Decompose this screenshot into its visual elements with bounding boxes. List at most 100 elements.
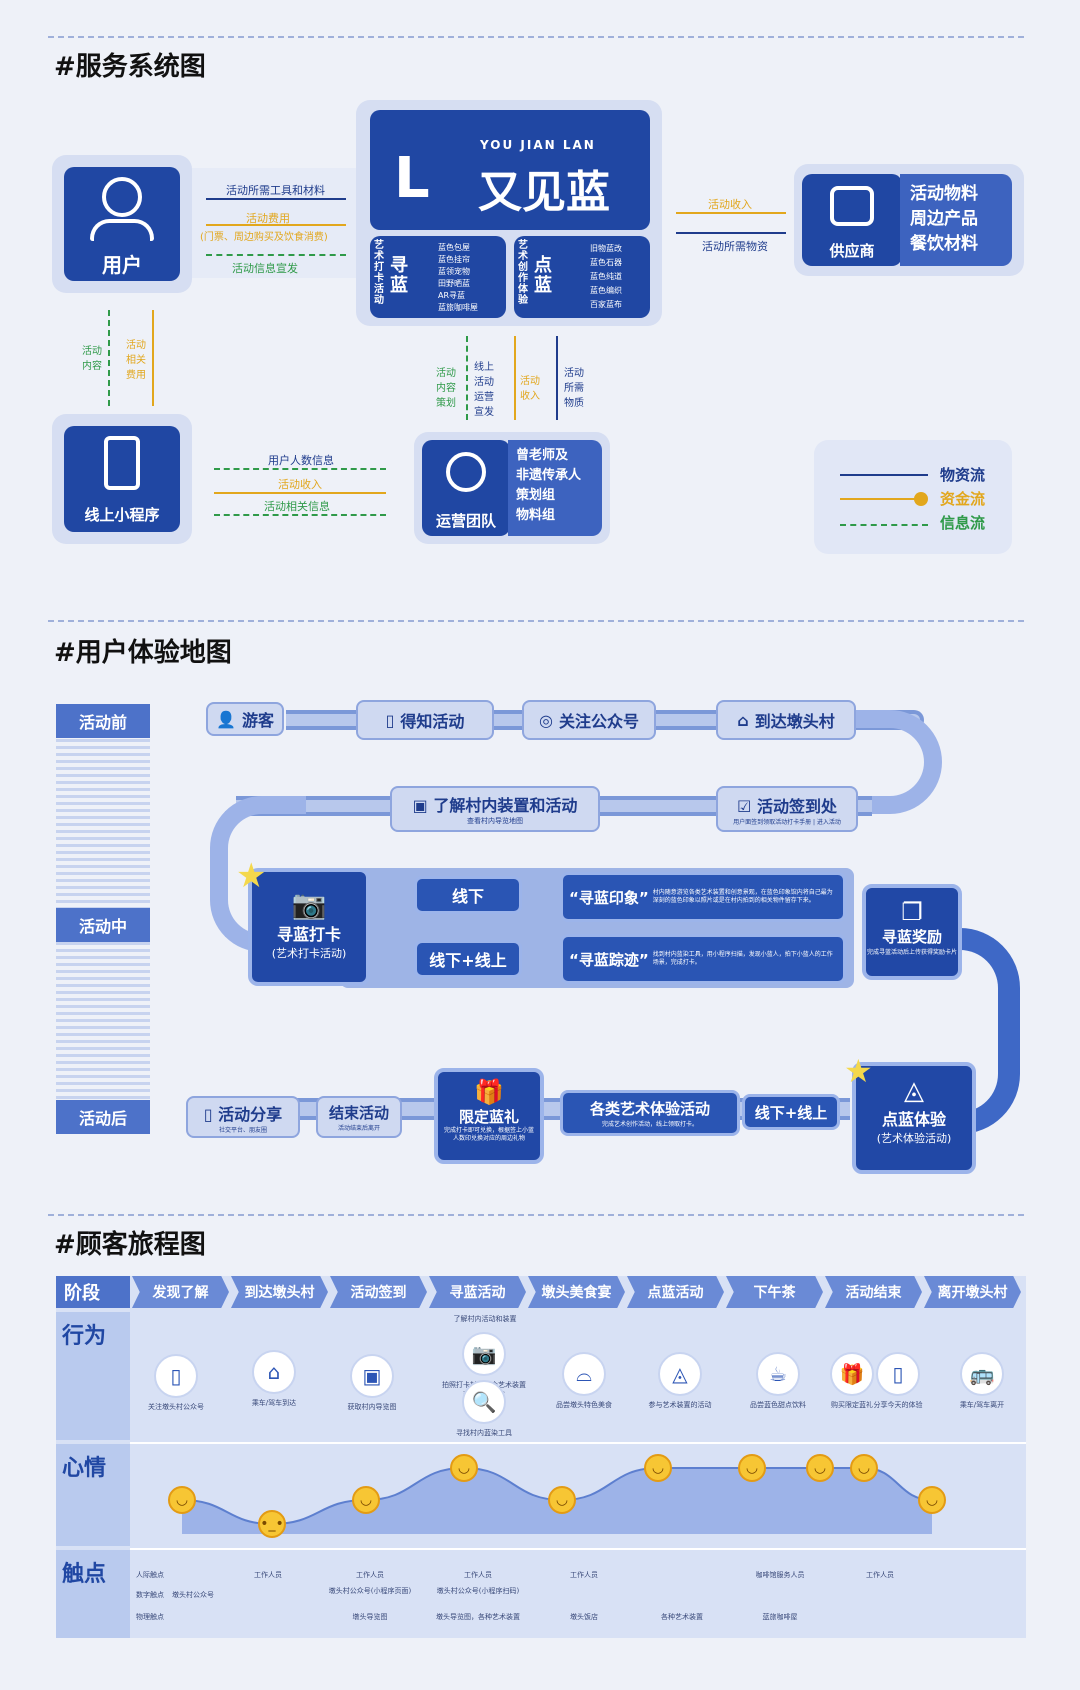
behavior-icon: ▣ bbox=[350, 1354, 394, 1398]
smiley-icon: ◡ bbox=[450, 1454, 478, 1482]
behavior-icon: ▯ bbox=[876, 1352, 920, 1396]
node-follow[interactable]: ◎关注公众号 bbox=[522, 700, 656, 740]
behavior-icon: ◬ bbox=[658, 1352, 702, 1396]
star-icon: ★ bbox=[236, 856, 267, 896]
behavior-icon: 🔍 bbox=[462, 1380, 506, 1424]
arrow-info bbox=[206, 254, 346, 256]
smiley-icon: ◡ bbox=[738, 1454, 766, 1482]
stage-before: 活动前 bbox=[56, 704, 150, 738]
node-share[interactable]: ▯ 活动分享社交平台、朋友圈 bbox=[186, 1096, 300, 1138]
legend-info: 信息流 bbox=[940, 514, 986, 532]
sub-item: 蓝色包屋 bbox=[438, 243, 470, 252]
node-arrive[interactable]: ⌂到达墩头村 bbox=[716, 700, 856, 740]
user-card[interactable]: 用户 bbox=[64, 167, 180, 281]
mode-offline-online[interactable]: 线下+线上 bbox=[414, 940, 522, 978]
supplier-items: 活动物料 周边产品 餐饮材料 bbox=[900, 174, 1012, 266]
legend-material: 物资流 bbox=[940, 466, 986, 484]
row-touch: 触点 bbox=[56, 1550, 130, 1638]
gift-icon: 🎁 bbox=[474, 1078, 504, 1106]
supplier-card[interactable]: 供应商 bbox=[802, 174, 902, 266]
behavior-icon: ☕ bbox=[756, 1352, 800, 1396]
phone-icon: ▯ bbox=[385, 710, 395, 730]
behavior-icon: ⌂ bbox=[252, 1350, 296, 1394]
sub-item: 田野晒蓝 bbox=[438, 279, 470, 288]
arrow-money bbox=[206, 224, 346, 226]
behavior-caption: 分享今天的体验 bbox=[873, 1401, 923, 1409]
activity-impression[interactable]: “寻蓝印象” 村内随意游览各类艺术装置和创意景观，在蓝色印象馆内将自己最为深刻的… bbox=[560, 872, 846, 922]
divider bbox=[48, 620, 1024, 622]
wechat-icon: ◎ bbox=[539, 710, 553, 730]
phase-item: 点蓝活动 bbox=[627, 1276, 724, 1308]
node-learn[interactable]: ▯得知活动 bbox=[356, 700, 494, 740]
behavior-caption: 了解村内活动和装置 bbox=[453, 1315, 517, 1323]
phone-icon bbox=[104, 436, 140, 490]
ops-card[interactable]: 运营团队 bbox=[422, 440, 510, 536]
team-icon bbox=[446, 452, 486, 492]
node-dianlan[interactable]: ★ ◬ 点蓝体验 (艺术体验活动) bbox=[844, 1052, 976, 1174]
behavior-icon: 🚌 bbox=[960, 1352, 1004, 1396]
node-signin[interactable]: ☑ 活动签到处用户面签到领取活动打卡手册 | 进入活动 bbox=[716, 786, 858, 832]
node-end[interactable]: 结束活动活动结束后离开 bbox=[316, 1096, 402, 1138]
smiley-icon: ◡ bbox=[548, 1486, 576, 1514]
xunlan-side: 艺术打卡活动 bbox=[374, 240, 384, 306]
divider bbox=[48, 36, 1024, 38]
smiley-icon: ◡ bbox=[918, 1486, 946, 1514]
row-mood: 心情 bbox=[56, 1444, 130, 1546]
sub-item: 蓝色石器 bbox=[590, 258, 622, 267]
behavior-caption: 关注墩头村公众号 bbox=[148, 1403, 204, 1411]
handshake-icon bbox=[830, 186, 874, 226]
behavior-icon: ⌓ bbox=[562, 1352, 606, 1396]
behavior-icon: ▯ bbox=[154, 1354, 198, 1398]
brand-card[interactable]: L YOU JIAN LAN 又见蓝 bbox=[370, 110, 650, 230]
activity-trace[interactable]: “寻蓝踪迹” 找到村内蓝染工具，用小程序扫描，发现小蓝人，拍下小蓝人的工作场景，… bbox=[560, 934, 846, 984]
arrow-material bbox=[206, 198, 346, 200]
row-behavior: 行为 bbox=[56, 1312, 130, 1440]
phase-item: 活动结束 bbox=[825, 1276, 922, 1308]
node-tourist[interactable]: 👤游客 bbox=[206, 702, 284, 736]
behavior-caption: 乘车/驾车离开 bbox=[959, 1401, 1005, 1409]
phone-icon: ▯ bbox=[203, 1104, 219, 1124]
brand-cn: 又见蓝 bbox=[478, 167, 610, 218]
section-title-experience: #用户体验地图 bbox=[54, 638, 232, 668]
sub-item: 蓝色编织 bbox=[590, 286, 622, 295]
node-explore[interactable]: ▣ 了解村内装置和活动查看村内导览地图 bbox=[390, 786, 600, 832]
node-gift[interactable]: 🎁 限定蓝礼 完成打卡即可兑换，根据签上小蓝人数印兑换对应的周边礼物 bbox=[434, 1068, 544, 1164]
phase-item: 下午茶 bbox=[726, 1276, 823, 1308]
ops-items: 曾老师及 非遗传承人 策划组 物料组 bbox=[508, 440, 602, 536]
brand-en: YOU JIAN LAN bbox=[480, 138, 596, 152]
phase-item: 墩头美食宴 bbox=[528, 1276, 625, 1308]
sub-item: 蓝旅咖啡屋 bbox=[438, 303, 478, 312]
behavior-caption: 品尝墩头特色美食 bbox=[556, 1401, 612, 1409]
node-reward[interactable]: ❐ 寻蓝奖励 完成寻蓝活动后上传获得奖励卡片 bbox=[862, 884, 962, 980]
behavior-icon: 📷 bbox=[462, 1332, 506, 1376]
phase-item: 寻蓝活动 bbox=[429, 1276, 526, 1308]
smiley-icon: ◡ bbox=[352, 1486, 380, 1514]
brand-logo-icon: L bbox=[394, 146, 430, 211]
sub-item: 旧物蓝改 bbox=[590, 244, 622, 253]
arrow-label: 活动所需工具和材料 bbox=[226, 184, 325, 197]
smiley-icon: ◡ bbox=[850, 1454, 878, 1482]
mode-offline[interactable]: 线下 bbox=[414, 876, 522, 914]
smiley-icon: ◡ bbox=[168, 1486, 196, 1514]
behavior-caption: 获取村内导览图 bbox=[347, 1403, 397, 1411]
behavior-caption: 购买限定蓝礼 bbox=[831, 1401, 873, 1409]
node-xunlan[interactable]: ★ 📷 寻蓝打卡 (艺术打卡活动) bbox=[236, 856, 370, 986]
triangle-icon: ◬ bbox=[904, 1076, 924, 1106]
smiley-icon: ◡ bbox=[806, 1454, 834, 1482]
mini-program-card[interactable]: 线上小程序 bbox=[64, 426, 180, 532]
mode-art[interactable]: 线下+线上 bbox=[742, 1094, 840, 1130]
node-art[interactable]: 各类艺术体验活动完成艺术创作活动，线上领取打卡。 bbox=[560, 1090, 740, 1136]
phase-item: 到达墩头村 bbox=[231, 1276, 328, 1308]
dianlan-card[interactable]: 艺术创作体验 点蓝 旧物蓝改蓝色石器蓝色纯道蓝色编织百家蓝布 bbox=[514, 236, 650, 318]
stage-after: 活动后 bbox=[56, 1100, 150, 1134]
divider bbox=[48, 1214, 1024, 1216]
stage-during: 活动中 bbox=[56, 908, 150, 942]
behavior-caption: 参与艺术装置的活动 bbox=[648, 1401, 712, 1409]
behavior-caption: 乘车/驾车到达 bbox=[251, 1399, 297, 1407]
behavior-caption: 品尝蓝色甜点饮料 bbox=[750, 1401, 806, 1409]
checkin-icon: ☑ bbox=[737, 796, 757, 816]
person-icon: 👤 bbox=[216, 709, 236, 729]
legend-money: 资金流 bbox=[940, 490, 986, 508]
map-icon: ▣ bbox=[412, 796, 434, 815]
